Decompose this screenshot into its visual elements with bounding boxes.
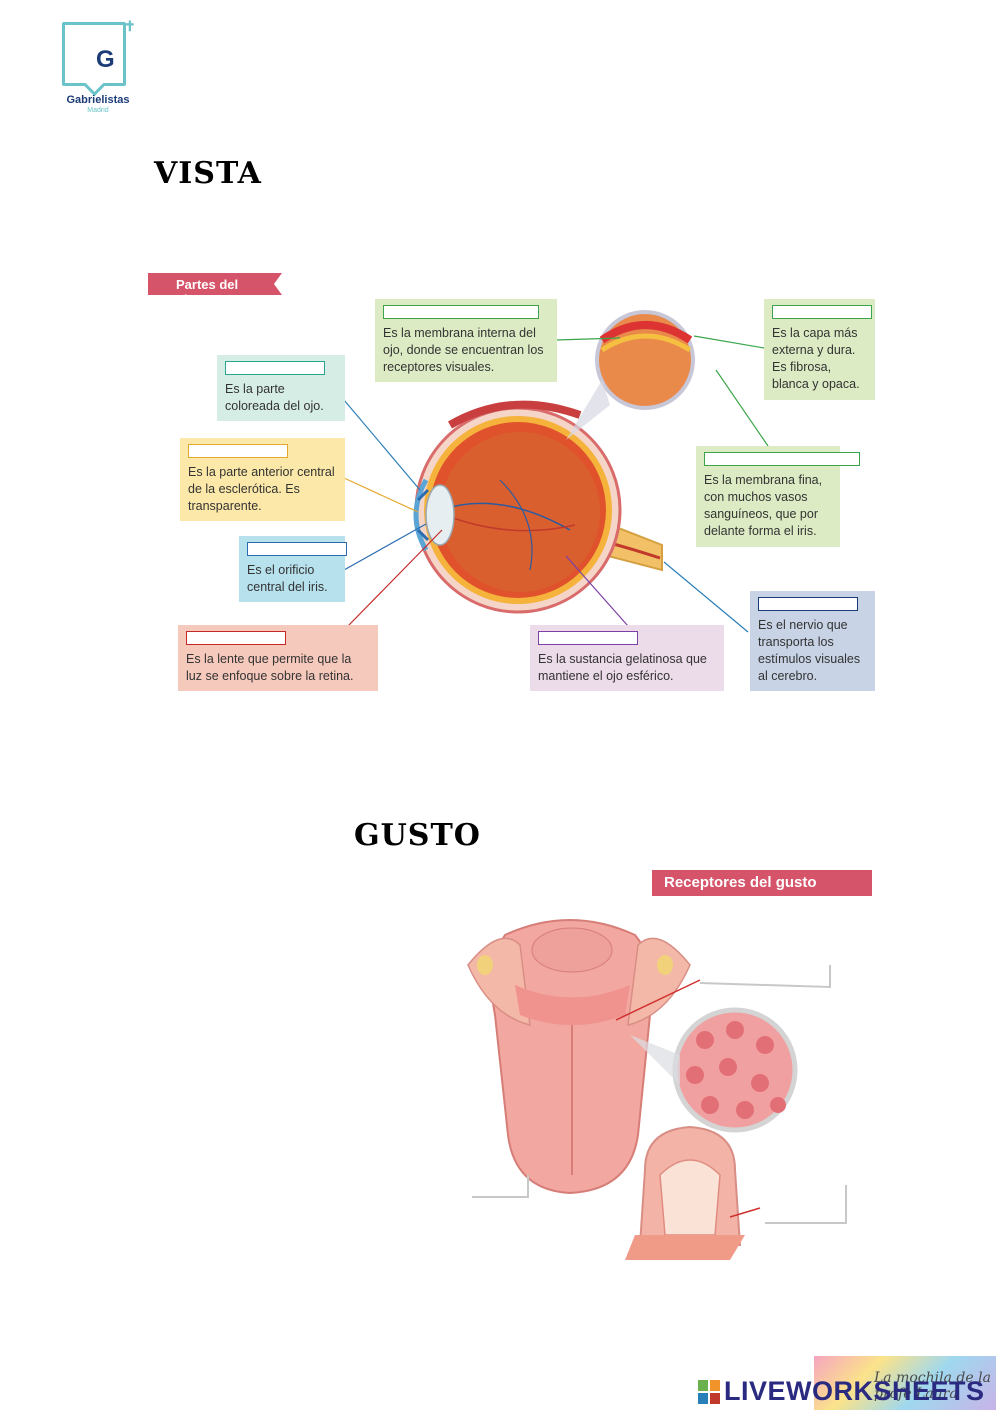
box-pupil-text: Es el orificio central del iris. (247, 563, 328, 594)
box-iris-text: Es la parte coloreada del ojo. (225, 382, 324, 413)
epiglottis (531, 927, 613, 973)
arrow-taste-bud (729, 1207, 761, 1218)
box-choroid: Es la membrana fina, con muchos vasos sa… (696, 446, 860, 547)
answer-field-retina[interactable] (383, 305, 539, 319)
eye-ribbon: Partes del ojo (148, 273, 282, 295)
leader-humor (565, 555, 629, 627)
label-line-tongue[interactable] (472, 1175, 529, 1198)
answer-field-iris[interactable] (225, 361, 325, 375)
section-title-vista: VISTA (154, 156, 262, 191)
left-gland (477, 955, 493, 975)
footer-banner-text: La mochila de la profe Laura (874, 1370, 991, 1402)
circumvallate-papillae (515, 985, 630, 1025)
box-retina-text: Es la membrana interna del ojo, donde se… (383, 326, 544, 374)
zoom-cone-1 (630, 1035, 680, 1085)
taste-bud-base (625, 1235, 745, 1260)
box-choroid-text: Es la membrana fina, con muchos vasos sa… (704, 473, 823, 538)
answer-field-sclera[interactable] (772, 305, 872, 319)
zoom-circle (595, 310, 695, 410)
logo-shield-icon (62, 22, 126, 86)
logo-city: Madrid (87, 107, 109, 114)
leader-pupil (343, 523, 427, 571)
tongue-right-tonsil (627, 937, 691, 1026)
answer-field-choroid[interactable] (704, 452, 860, 466)
leader-sclera (693, 335, 765, 349)
eye-muscle (447, 400, 582, 429)
taste-ribbon: Receptores del gusto (652, 870, 872, 896)
leader-lens (347, 529, 443, 627)
box-cornea: Es la parte anterior central de la escle… (180, 438, 345, 521)
box-iris: Es la parte coloreada del ojo. (217, 355, 345, 421)
box-lens-text: Es la lente que permite que la luz se en… (186, 652, 354, 683)
box-sclera: Es la capa más externa y dura. Es fibros… (764, 299, 875, 400)
box-nerve-text: Es el nervio que transporta los estímulo… (758, 618, 861, 683)
vessel-blue-2 (499, 479, 533, 571)
iris (416, 488, 430, 542)
section-title-gusto: GUSTO (354, 818, 481, 853)
label-line-papillae[interactable] (699, 965, 831, 989)
zoom-cone (566, 380, 610, 440)
footer-brand[interactable]: LIVEWORKSHEETS (724, 1376, 985, 1406)
leader-iris (343, 399, 421, 491)
arrow-papillae (615, 979, 701, 1021)
eye-leader-lines (343, 335, 769, 633)
zoom-choroid (600, 333, 692, 353)
answer-field-pupil[interactable] (247, 542, 347, 556)
vitreous-humor (440, 432, 600, 592)
leader-nerve (663, 561, 749, 633)
answer-field-cornea[interactable] (188, 444, 288, 458)
answer-field-humor[interactable] (538, 631, 638, 645)
footer-banner: La mochila de la profe Laura (814, 1356, 996, 1410)
eye-diagram (413, 310, 695, 614)
leader-cornea (343, 477, 419, 513)
right-gland (657, 955, 673, 975)
box-retina: Es la membrana interna del ojo, donde se… (375, 299, 557, 382)
leader-choroid (715, 369, 769, 447)
liveworksheets-logo-icon (698, 1380, 720, 1404)
box-humor-text: Es la sustancia gelatinosa que mantiene … (538, 652, 707, 683)
answer-field-lens[interactable] (186, 631, 286, 645)
cornea (413, 478, 429, 552)
box-humor: Es la sustancia gelatinosa que mantiene … (530, 625, 724, 691)
papillae-dots (686, 1021, 786, 1119)
box-lens: Es la lente que permite que la luz se en… (178, 625, 378, 691)
school-logo: G ✝ Gabrielistas Madrid (58, 18, 138, 118)
logo-cross-icon: ✝ (124, 18, 136, 34)
tongue-diagram (467, 919, 847, 1260)
logo-initial: G (96, 46, 115, 73)
box-cornea-text: Es la parte anterior central de la escle… (188, 465, 335, 513)
logo-name: Gabrielistas (66, 94, 130, 106)
leader-retina (555, 337, 621, 341)
box-sclera-text: Es la capa más externa y dura. Es fibros… (772, 326, 860, 391)
box-nerve: Es el nervio que transporta los estímulo… (750, 591, 875, 691)
vessel-red (444, 514, 576, 532)
zoom-sclera (599, 321, 693, 344)
lens (425, 484, 455, 546)
box-pupil: Es el orificio central del iris. (239, 536, 347, 602)
taste-bud-core (659, 1159, 721, 1236)
label-line-taste-bud[interactable] (765, 1185, 847, 1224)
answer-field-nerve[interactable] (758, 597, 858, 611)
